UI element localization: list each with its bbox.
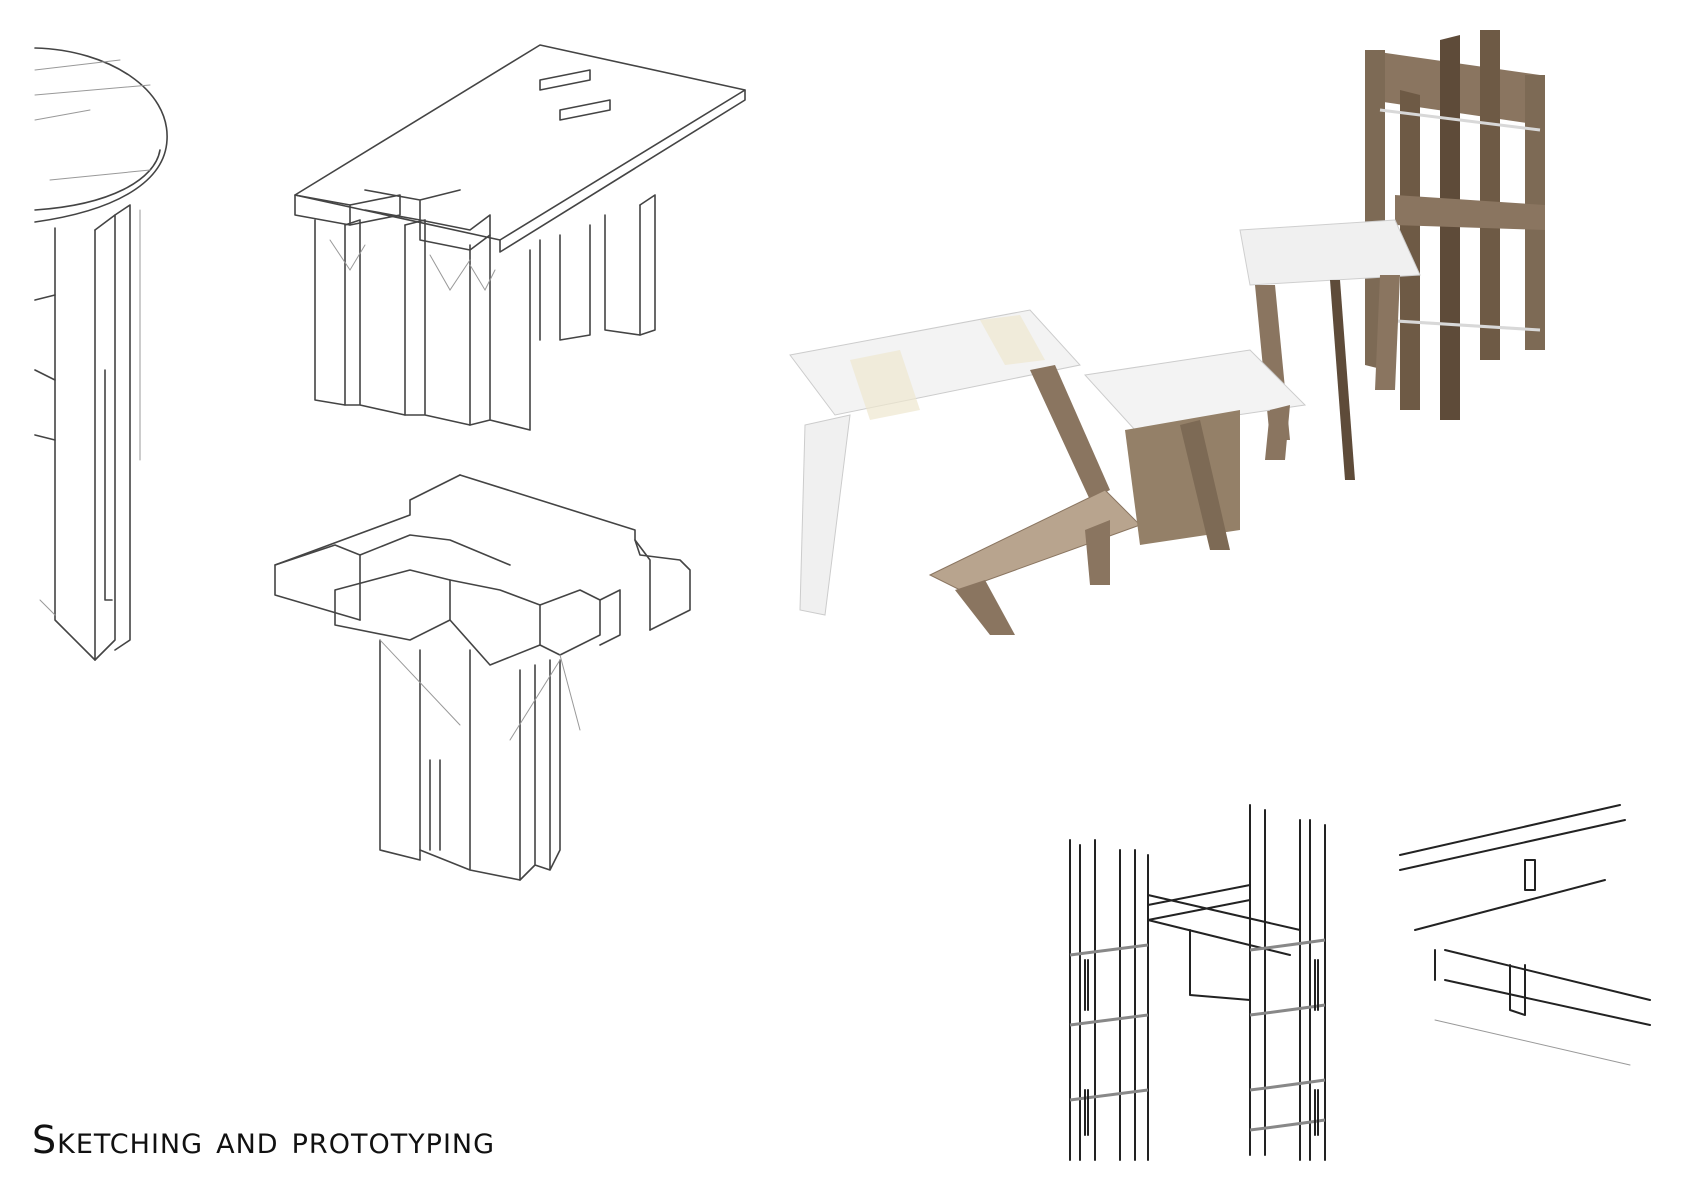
caption: Sketching and prototyping (32, 1118, 496, 1162)
sketch-round-table (30, 40, 220, 670)
sketch-bench (290, 40, 750, 440)
sketch-stool (260, 470, 740, 900)
sketch-slot-joint (1395, 800, 1665, 1070)
sketch-cross-brace-legs (1060, 800, 1350, 1170)
photo-cardboard-prototypes (780, 20, 1660, 720)
